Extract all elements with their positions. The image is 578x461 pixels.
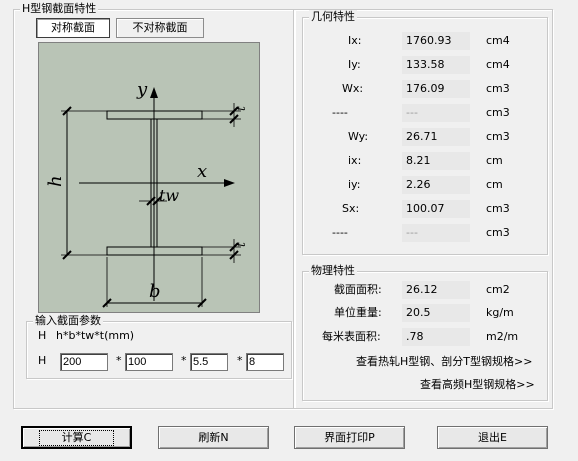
blank2-value: ---: [402, 224, 470, 242]
iy-label: Iy:: [348, 58, 361, 71]
surface-unit: m2/m: [486, 330, 519, 343]
input-row-label: H: [38, 354, 47, 367]
physical-group: 物理特性: [302, 264, 548, 401]
geometry-title: 几何特性: [309, 10, 357, 24]
blank1-value: ---: [402, 104, 470, 122]
rx-label: ix:: [348, 154, 362, 167]
calc-button[interactable]: 计算C: [21, 426, 132, 449]
input-tw[interactable]: [190, 353, 228, 371]
formula-prefix: H: [38, 329, 47, 342]
iy-unit: cm4: [486, 58, 510, 71]
rx-value: 8.21: [402, 152, 470, 170]
blank2-unit: cm3: [486, 226, 510, 239]
sx-unit: cm3: [486, 202, 510, 215]
tw-label: tw: [159, 186, 179, 205]
section-properties-title: H型钢截面特性: [20, 2, 99, 16]
t-label-bottom: t: [234, 242, 248, 247]
ry-value: 2.26: [402, 176, 470, 194]
input-h[interactable]: [60, 353, 108, 371]
right-panel: [293, 9, 553, 409]
blank1-label: ----: [332, 106, 348, 119]
h-label: h: [45, 175, 66, 187]
sx-label: Sx:: [342, 202, 360, 215]
weight-label: 单位重量:: [334, 306, 382, 319]
geometry-group: 几何特性: [302, 10, 548, 255]
wx-unit: cm3: [486, 82, 510, 95]
rx-unit: cm: [486, 154, 503, 167]
y-axis-label: y: [136, 79, 148, 100]
physical-title: 物理特性: [309, 264, 357, 278]
print-button[interactable]: 界面打印P: [294, 426, 405, 449]
wx-value: 176.09: [402, 80, 470, 98]
surface-label: 每米表面积:: [322, 330, 381, 343]
input-params-group: 输入截面参数: [26, 314, 292, 379]
calc-button-label: 计算C: [38, 430, 115, 446]
wy-value: 26.71: [402, 128, 470, 146]
surface-value: .78: [402, 328, 470, 346]
iy-value: 133.58: [402, 56, 470, 74]
hot-rolled-spec-link[interactable]: 查看热轧H型钢、剖分T型钢规格>>: [356, 355, 533, 368]
b-label: b: [149, 281, 161, 302]
sep-3: *: [237, 354, 243, 367]
blank1-unit: cm3: [486, 106, 510, 119]
weight-unit: kg/m: [486, 306, 514, 319]
tab-symmetric[interactable]: 对称截面: [36, 18, 110, 38]
ix-unit: cm4: [486, 34, 510, 47]
area-label: 截面面积:: [334, 283, 382, 296]
t-label-top: t: [234, 106, 248, 111]
area-value: 26.12: [402, 281, 470, 299]
ry-unit: cm: [486, 178, 503, 191]
ry-label: iy:: [348, 178, 361, 191]
sep-2: *: [181, 354, 187, 367]
input-b[interactable]: [125, 353, 173, 371]
wy-unit: cm3: [486, 130, 510, 143]
exit-button[interactable]: 退出E: [437, 426, 548, 449]
x-axis-label: x: [197, 161, 207, 182]
ix-label: Ix:: [348, 34, 362, 47]
area-unit: cm2: [486, 283, 510, 296]
refresh-button[interactable]: 刷新N: [158, 426, 269, 449]
section-properties-group: H型钢截面特性: [13, 2, 295, 409]
wx-label: Wx:: [342, 82, 364, 95]
formula-label: h*b*tw*t(mm): [56, 329, 135, 342]
ix-value: 1760.93: [402, 32, 470, 50]
tab-asymmetric[interactable]: 不对称截面: [116, 18, 204, 38]
section-diagram: y x h b t t tw: [38, 42, 260, 313]
input-t[interactable]: [246, 353, 284, 371]
wy-label: Wy:: [348, 130, 369, 143]
sx-value: 100.07: [402, 200, 470, 218]
high-freq-spec-link[interactable]: 查看高频H型钢规格>>: [420, 378, 535, 391]
blank2-label: ----: [332, 226, 348, 239]
sep-1: *: [116, 354, 122, 367]
h-beam-drawing: y x h b t t tw: [45, 79, 248, 308]
input-params-title: 输入截面参数: [33, 314, 103, 328]
weight-value: 20.5: [402, 304, 470, 322]
